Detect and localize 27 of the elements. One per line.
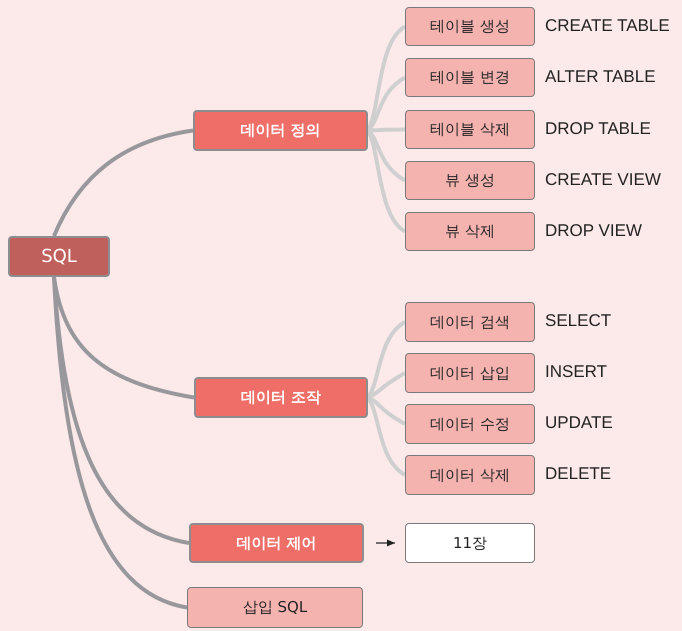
command-label: DROP VIEW xyxy=(545,220,642,240)
command-label: DROP TABLE xyxy=(545,118,651,138)
topic-box: 테이블 생성 xyxy=(405,7,535,46)
topic-box: 데이터 삽입 xyxy=(405,353,535,393)
topic-box: 삽입 SQL xyxy=(187,587,363,628)
command-label: CREATE VIEW xyxy=(545,170,661,190)
topic-box: 뷰 생성 xyxy=(405,161,535,200)
command-label: DELETE xyxy=(545,464,612,484)
topic-box: 데이터 삭제 xyxy=(405,455,535,495)
category-box: 데이터 정의 xyxy=(193,110,368,151)
command-label: INSERT xyxy=(545,362,608,382)
command-label: CREATE TABLE xyxy=(545,16,670,36)
category-box: 데이터 제어 xyxy=(189,523,364,563)
command-label: ALTER TABLE xyxy=(545,66,656,86)
arrow xyxy=(376,539,395,547)
topic-box: 테이블 변경 xyxy=(405,58,535,97)
root-box: SQL xyxy=(8,236,110,277)
topic-box: 데이터 검색 xyxy=(405,302,535,342)
topic-box: 테이블 삭제 xyxy=(405,110,535,149)
command-label: UPDATE xyxy=(545,413,613,433)
category-box: 데이터 조작 xyxy=(194,377,368,418)
branch-line xyxy=(52,276,188,610)
reference-box: 11장 xyxy=(405,523,535,563)
command-label: SELECT xyxy=(545,311,612,331)
branch-line xyxy=(52,128,194,237)
topic-box: 뷰 삭제 xyxy=(405,212,535,251)
topic-box: 데이터 수정 xyxy=(405,404,535,444)
